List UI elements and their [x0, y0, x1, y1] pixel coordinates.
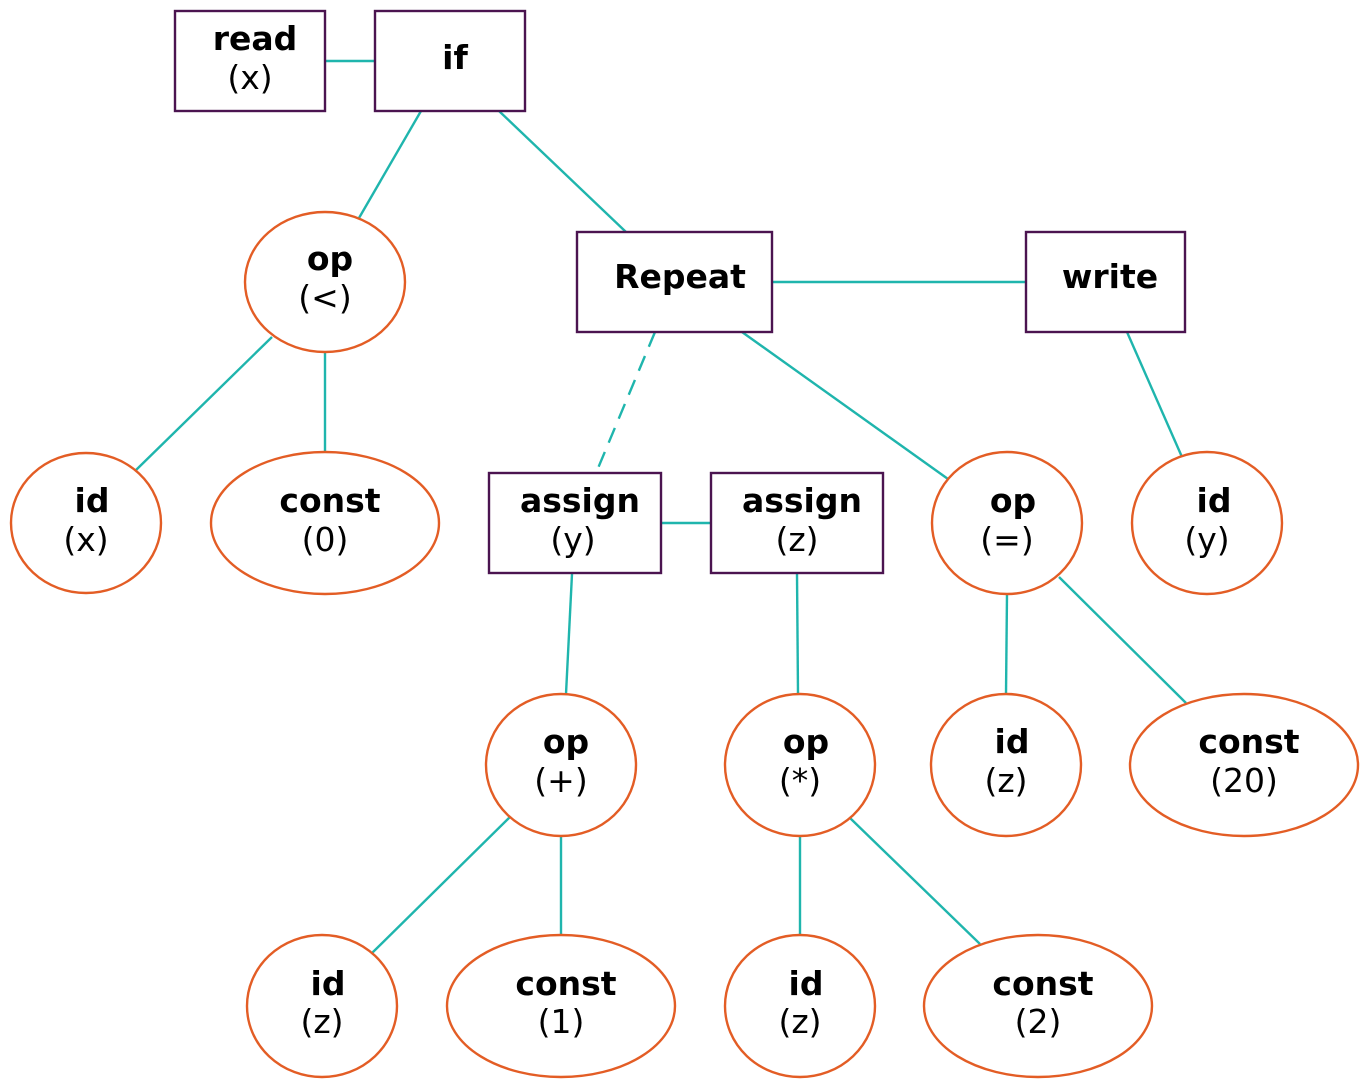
node-kind-label: Repeat [614, 257, 746, 296]
node-kind-label: id [75, 481, 110, 520]
node-kind-label: op [783, 722, 829, 761]
node-kind-label: write [1062, 257, 1158, 296]
node-kind-label: id [311, 964, 346, 1003]
node-attr-label: (20) [1210, 761, 1278, 800]
node-attr-label: (=) [980, 520, 1033, 559]
node-kind-label: id [1197, 481, 1232, 520]
node-const-0: const (0) [209, 450, 441, 596]
edge-if-op-lt [357, 110, 423, 219]
node-attr-label: (z) [984, 761, 1027, 800]
node-attr-label: (+) [534, 761, 587, 800]
node-id-y: id (y) [1130, 450, 1284, 596]
node-attr-label: (0) [302, 520, 349, 559]
node-attr-label: (z) [300, 1002, 343, 1041]
edge-write-id-y [1125, 331, 1184, 458]
node-kind-label: const [515, 964, 616, 1003]
node-attr-label: (2) [1015, 1002, 1062, 1041]
node-attr-label: (y) [550, 520, 595, 559]
edge-op-eq-const-20 [1058, 576, 1187, 704]
node-op-eq: op (=) [930, 450, 1084, 596]
node-assign-y: assign (y) [487, 471, 663, 575]
node-attr-label: (*) [779, 761, 821, 800]
node-op-mul: op (*) [723, 692, 877, 838]
node-const-1: const (1) [445, 933, 677, 1079]
node-kind-label: op [307, 239, 353, 278]
edge-op-mul-const-2 [849, 817, 981, 945]
node-assign-z: assign (z) [709, 471, 885, 575]
edges [134, 59, 1187, 954]
node-kind-label: const [279, 481, 380, 520]
node-const-2: const (2) [922, 933, 1154, 1079]
node-id-x: id (x) [9, 451, 163, 595]
node-id-z-a: id (z) [929, 692, 1083, 838]
node-kind-label: op [543, 722, 589, 761]
node-write: write [1024, 230, 1187, 334]
edge-op-plus-id-z-b [371, 816, 511, 954]
node-attr-label: (x) [63, 520, 108, 559]
node-kind-label: if [442, 38, 468, 77]
node-attr-label: (x) [227, 58, 272, 97]
node-id-z-b: id (z) [245, 933, 399, 1079]
node-kind-label: assign [520, 481, 640, 520]
node-attr-label: (y) [1184, 520, 1229, 559]
node-kind-label: assign [742, 481, 862, 520]
node-kind-label: id [789, 964, 824, 1003]
node-if: if [373, 9, 527, 113]
node-attr-label: (z) [775, 520, 818, 559]
node-kind-label: const [1198, 722, 1299, 761]
edge-repeat-op-eq [741, 331, 949, 480]
node-kind-label: const [992, 964, 1093, 1003]
edge-repeat-assign-y [594, 331, 657, 474]
node-id-z-c: id (z) [723, 933, 877, 1079]
edge-op-lt-id-x [134, 336, 273, 472]
edge-assign-y-op-plus [564, 573, 574, 695]
edge-assign-z-op-mul [795, 573, 800, 695]
node-const-20: const (20) [1128, 692, 1360, 838]
node-op-plus: op (+) [484, 692, 638, 838]
node-attr-label: (<) [298, 278, 351, 317]
node-kind-label: id [995, 722, 1030, 761]
node-kind-label: read [213, 19, 298, 58]
node-attr-label: (1) [538, 1002, 585, 1041]
node-op-lt: op (<) [243, 210, 407, 354]
node-read: read (x) [173, 9, 327, 113]
edge-if-repeat [498, 110, 627, 233]
node-attr-label: (z) [778, 1002, 821, 1041]
node-repeat: Repeat [575, 230, 774, 334]
edge-op-eq-id-z-a [1004, 593, 1009, 695]
node-kind-label: op [990, 481, 1036, 520]
